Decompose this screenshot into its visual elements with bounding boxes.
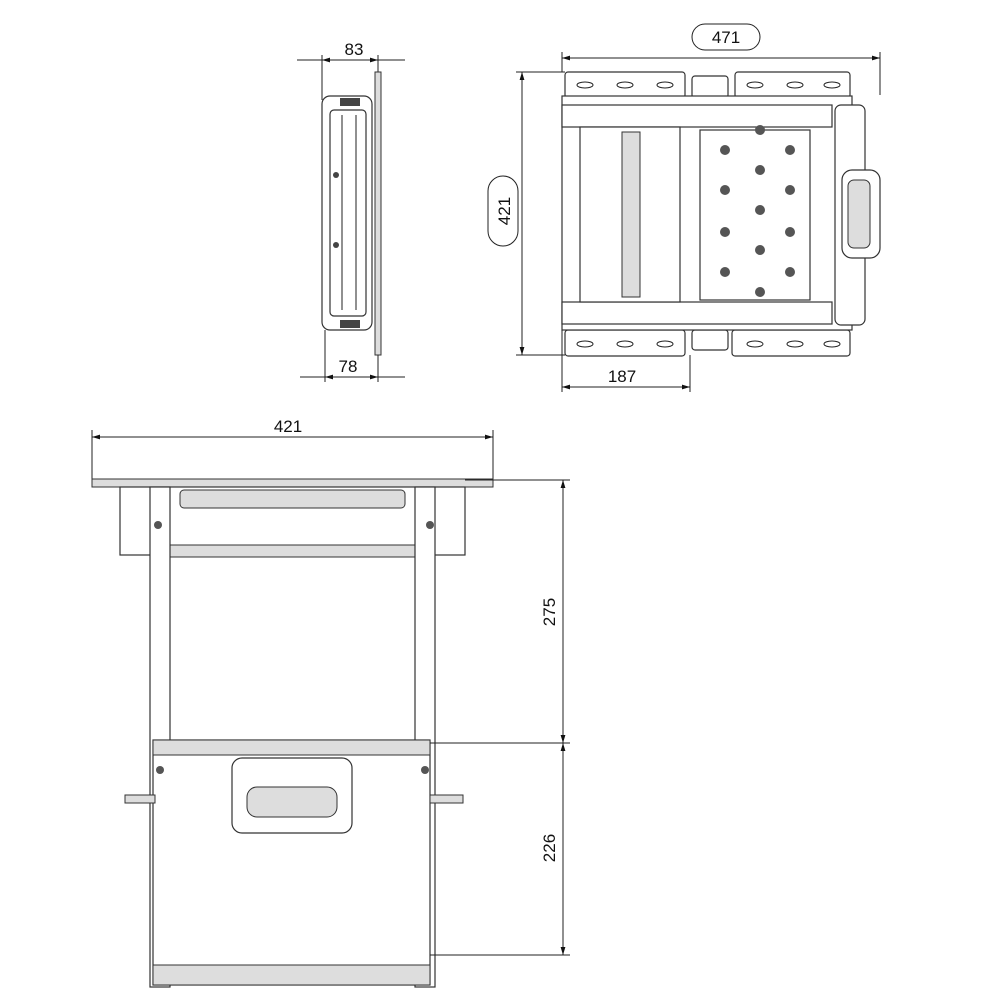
dim-side-78: 78 bbox=[339, 357, 358, 376]
front-view: 421 275 226 bbox=[91, 417, 570, 988]
dim-front-421: 421 bbox=[274, 417, 302, 436]
dim-front-226: 226 bbox=[540, 834, 559, 862]
dim-top-471: 471 bbox=[712, 28, 740, 47]
dim-top-187: 187 bbox=[608, 367, 636, 386]
dim-front-275: 275 bbox=[540, 598, 559, 626]
dim-side-83: 83 bbox=[345, 40, 364, 59]
dim-top-421: 421 bbox=[495, 197, 514, 225]
top-view: 471 421 bbox=[487, 23, 881, 392]
side-view: 83 78 bbox=[297, 40, 405, 382]
